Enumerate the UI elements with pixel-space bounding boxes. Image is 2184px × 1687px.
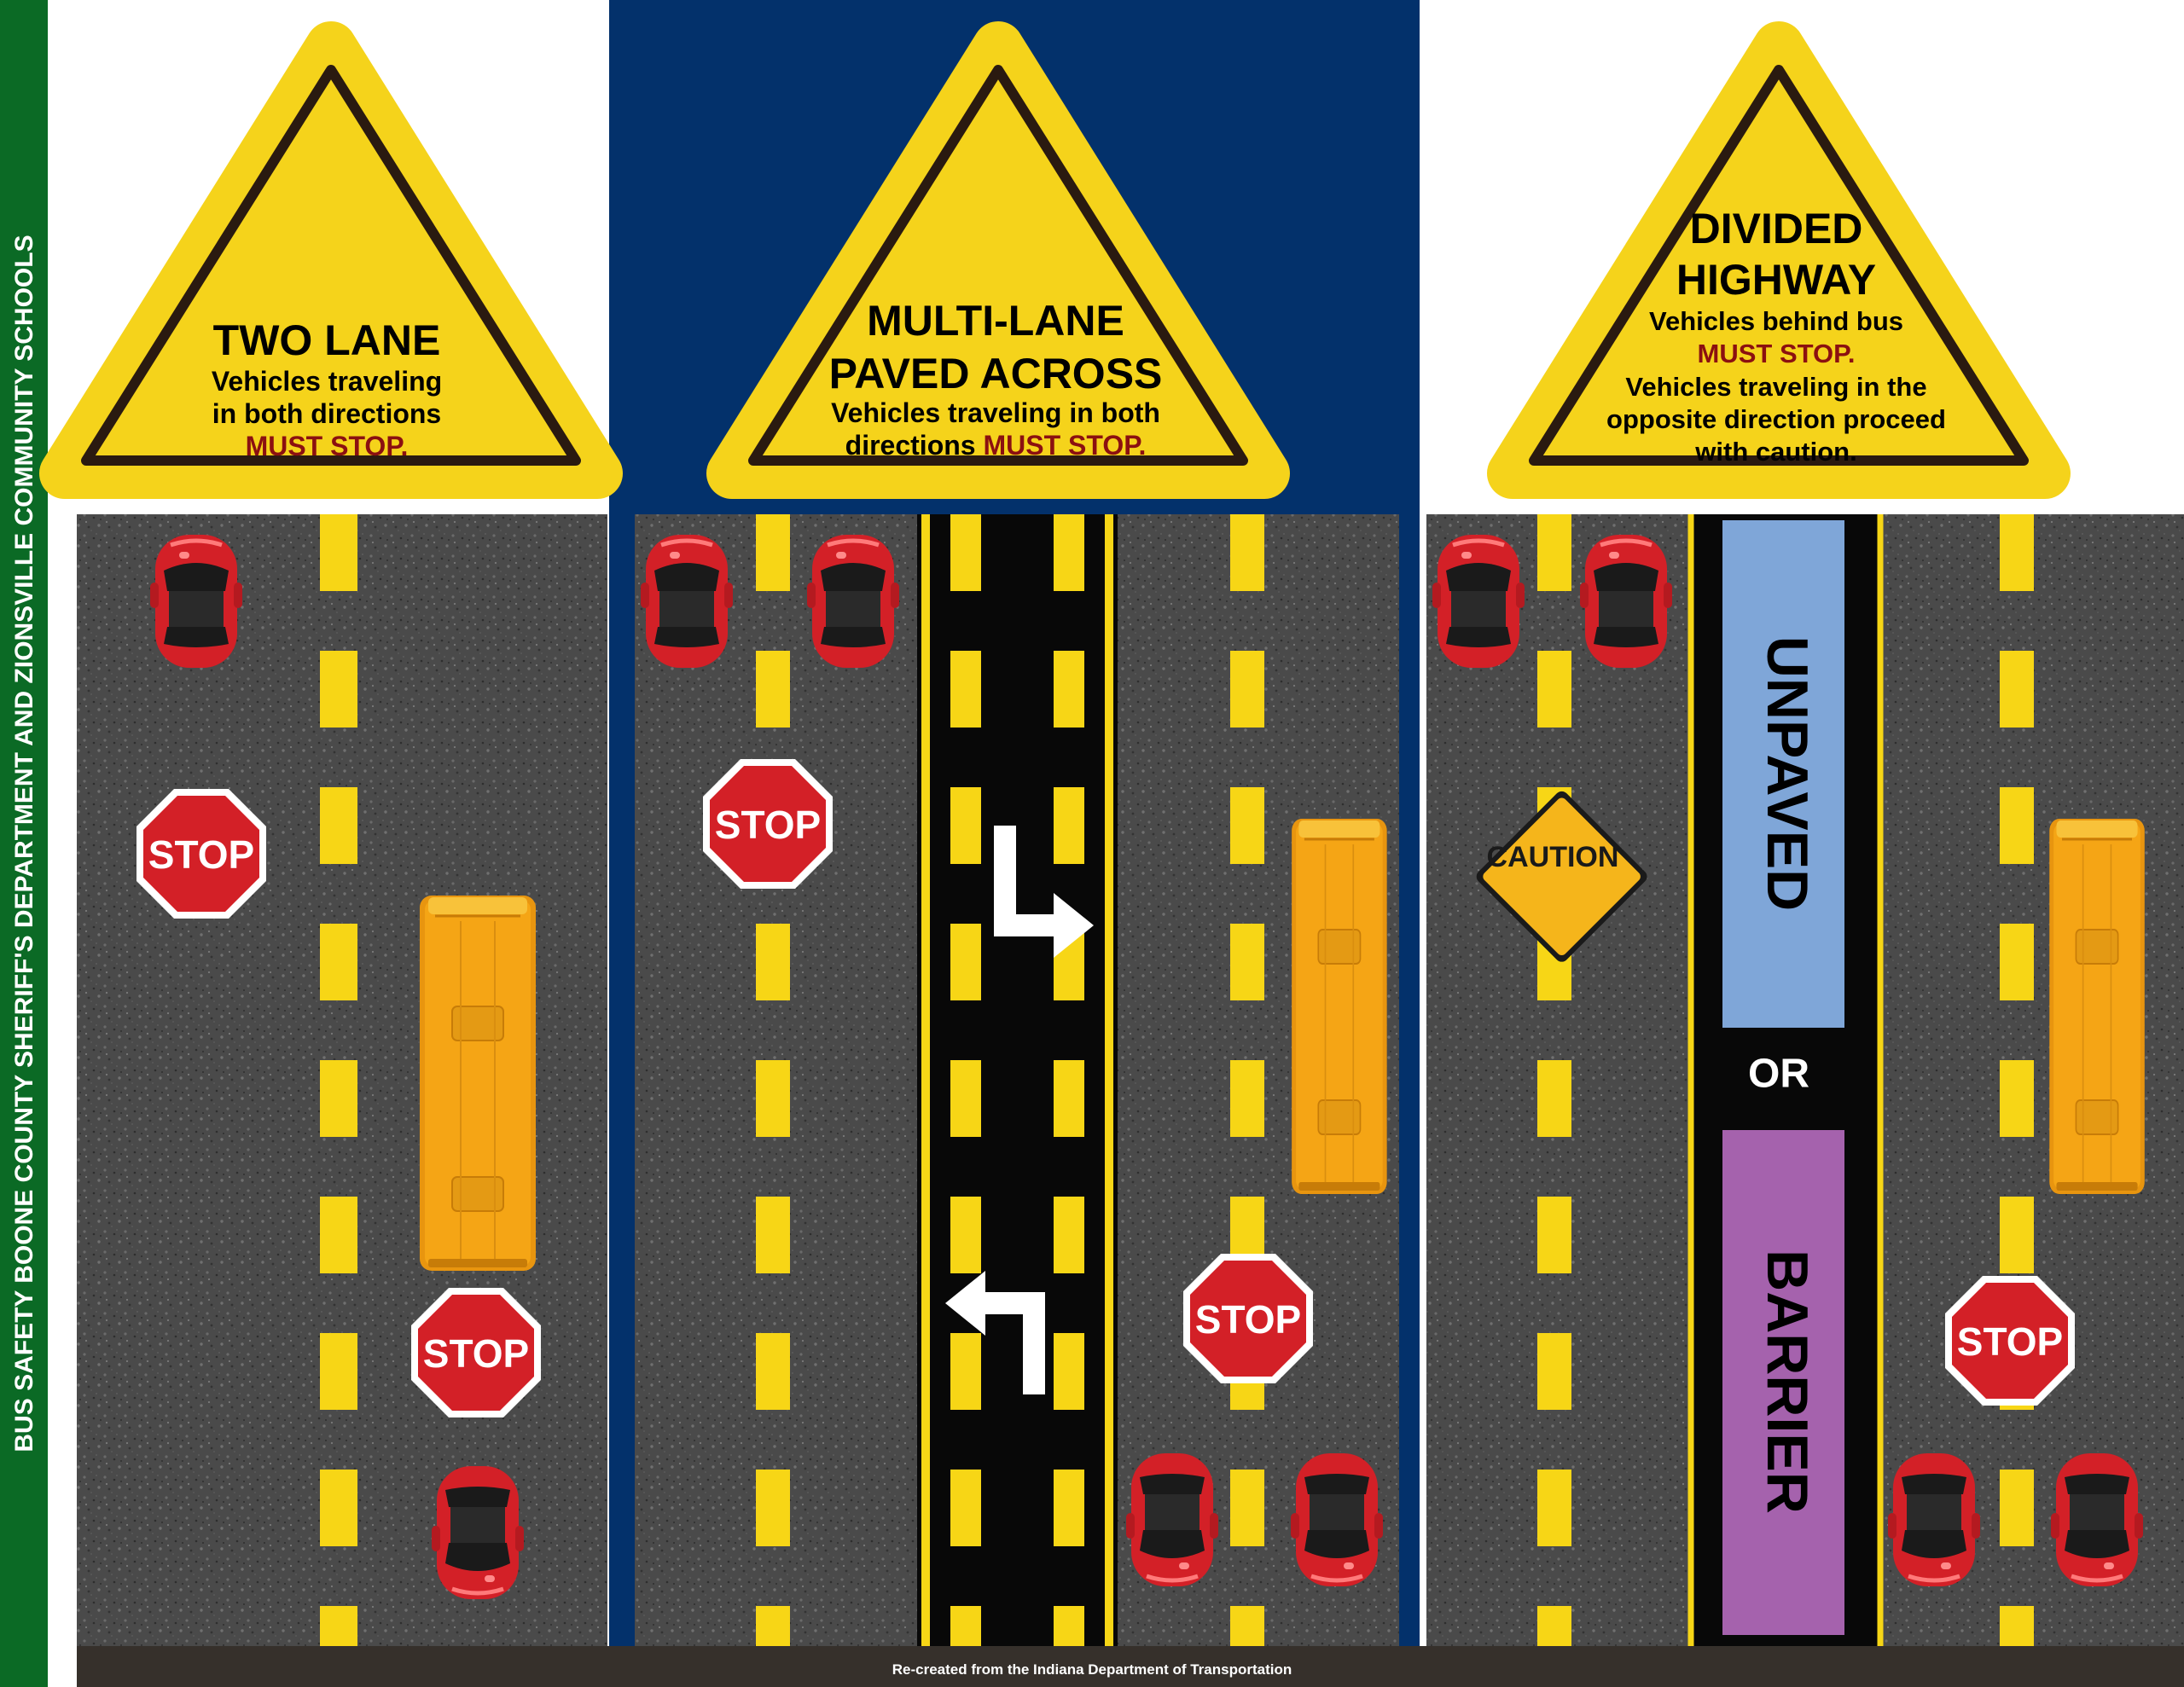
car-stopped — [1126, 1453, 1218, 1586]
barrier-median-block — [1722, 1130, 1844, 1635]
svg-text:STOP: STOP — [148, 832, 254, 877]
sign-title: HIGHWAY — [1676, 256, 1876, 304]
warning-sign-multi-lane: MULTI-LANE PAVED ACROSS Vehicles traveli… — [706, 21, 1290, 499]
car-stopped — [807, 535, 899, 668]
stop-sign: STOP — [411, 1288, 541, 1417]
or-label: OR — [1748, 1052, 1809, 1097]
car-stopped — [1580, 535, 1672, 668]
sidebar-band — [0, 0, 48, 1687]
sign-body-line: Vehicles behind bus — [1649, 306, 1903, 336]
turn-arrow-head — [1054, 893, 1094, 958]
sign-title: TWO LANE — [213, 316, 441, 364]
car-stopped — [1432, 535, 1525, 668]
svg-text:STOP: STOP — [715, 803, 821, 847]
sign-body-line: in both directions — [212, 398, 441, 429]
stop-sign: STOP — [136, 789, 266, 919]
stop-sign: STOP — [1945, 1276, 2075, 1406]
car-stopped — [641, 535, 733, 668]
sign-body-line: Vehicles traveling — [212, 366, 442, 397]
panel-multi-lane: MULTI-LANE PAVED ACROSS Vehicles traveli… — [635, 21, 1399, 1646]
school-bus — [1290, 817, 1389, 1196]
footer-credit: Re-created from the Indiana Department o… — [892, 1661, 1292, 1678]
svg-text:STOP: STOP — [423, 1331, 529, 1376]
unpaved-label: UNPAVED — [1755, 636, 1820, 911]
svg-text:STOP: STOP — [1957, 1319, 2063, 1364]
turn-arrow-icon — [981, 1292, 1045, 1394]
svg-text:CAUTION: CAUTION — [1487, 841, 1619, 873]
sign-title: PAVED ACROSS — [829, 350, 1163, 397]
sign-body-line: with caution. — [1694, 437, 1856, 467]
stop-sign: STOP — [703, 759, 833, 889]
barrier-label: BARRIER — [1755, 1249, 1820, 1514]
caution-sign: CAUTION — [1476, 791, 1647, 962]
turn-arrow-head — [945, 1271, 985, 1336]
turn-arrow-icon — [994, 826, 1058, 936]
school-bus — [2048, 817, 2146, 1196]
must-stop-text: MUST STOP. — [246, 431, 409, 461]
car-stopped — [1291, 1453, 1383, 1586]
car-stopped — [150, 535, 242, 668]
sign-title: DIVIDED — [1690, 205, 1863, 252]
sign-body-line: Vehicles traveling in both — [831, 397, 1160, 428]
sign-body-line: opposite direction proceed — [1606, 404, 1946, 434]
sidebar-title: BUS SAFETY BOONE COUNTY SHERIFF'S DEPART… — [10, 235, 38, 1452]
svg-text:STOP: STOP — [1195, 1297, 1301, 1342]
sign-title: MULTI-LANE — [867, 297, 1124, 345]
panel-divided-highway: DIVIDED HIGHWAY Vehicles behind bus MUST… — [1426, 21, 2184, 1646]
unpaved-median-block — [1722, 520, 1844, 1028]
panel-two-lane: TWO LANE Vehicles traveling in both dire… — [39, 21, 623, 1646]
car-stopped — [1888, 1453, 1980, 1586]
turn-lane — [917, 514, 1118, 1646]
warning-sign-two-lane: TWO LANE Vehicles traveling in both dire… — [39, 21, 623, 499]
sign-body-line: directions MUST STOP. — [845, 430, 1147, 461]
school-bus — [418, 894, 537, 1272]
footer-band — [77, 1646, 2184, 1687]
warning-sign-divided-highway: DIVIDED HIGHWAY Vehicles behind bus MUST… — [1487, 21, 2071, 499]
must-stop-text: MUST STOP. — [1698, 339, 1856, 368]
stop-sign: STOP — [1183, 1254, 1313, 1383]
must-stop-text: MUST STOP. — [983, 430, 1146, 461]
car-stopped — [2051, 1453, 2143, 1586]
sign-body-line: Vehicles traveling in the — [1625, 372, 1926, 402]
car-stopped — [432, 1466, 524, 1599]
